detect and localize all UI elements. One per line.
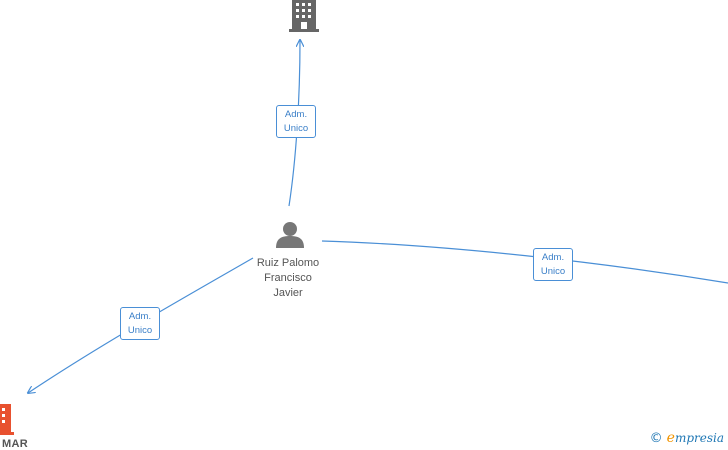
person-icon[interactable] <box>276 222 304 248</box>
person-name-line: Francisco <box>264 272 312 284</box>
copyright-icon: © <box>649 431 663 446</box>
edge-label-line: Adm. <box>284 109 308 120</box>
edge-label-to-bottom-left[interactable]: Adm. Unico <box>120 307 160 340</box>
person-name[interactable]: Ruiz Palomo Francisco Javier <box>238 256 338 301</box>
edge-label-line: Unico <box>540 266 566 277</box>
person-name-line: Javier <box>273 287 303 299</box>
company-name-bottom-left[interactable]: MAR <box>2 438 28 450</box>
edge-label-line: Adm. <box>128 311 152 322</box>
building-icon[interactable] <box>289 0 319 32</box>
edge-label-line: Unico <box>127 325 153 336</box>
empresia-watermark: ©empresia <box>650 430 724 446</box>
edge-label-line: Unico <box>283 123 309 134</box>
watermark-initial: e <box>666 430 675 446</box>
building-icon[interactable] <box>0 404 14 435</box>
watermark-brand: mpresia <box>674 431 724 445</box>
edge-label-to-right[interactable]: Adm. Unico <box>533 248 573 281</box>
edge-label-line: Adm. <box>541 252 565 263</box>
person-name-line: Ruiz Palomo <box>256 257 320 269</box>
edge-label-to-top[interactable]: Adm. Unico <box>276 105 316 138</box>
edge-to-right-company <box>321 240 728 284</box>
